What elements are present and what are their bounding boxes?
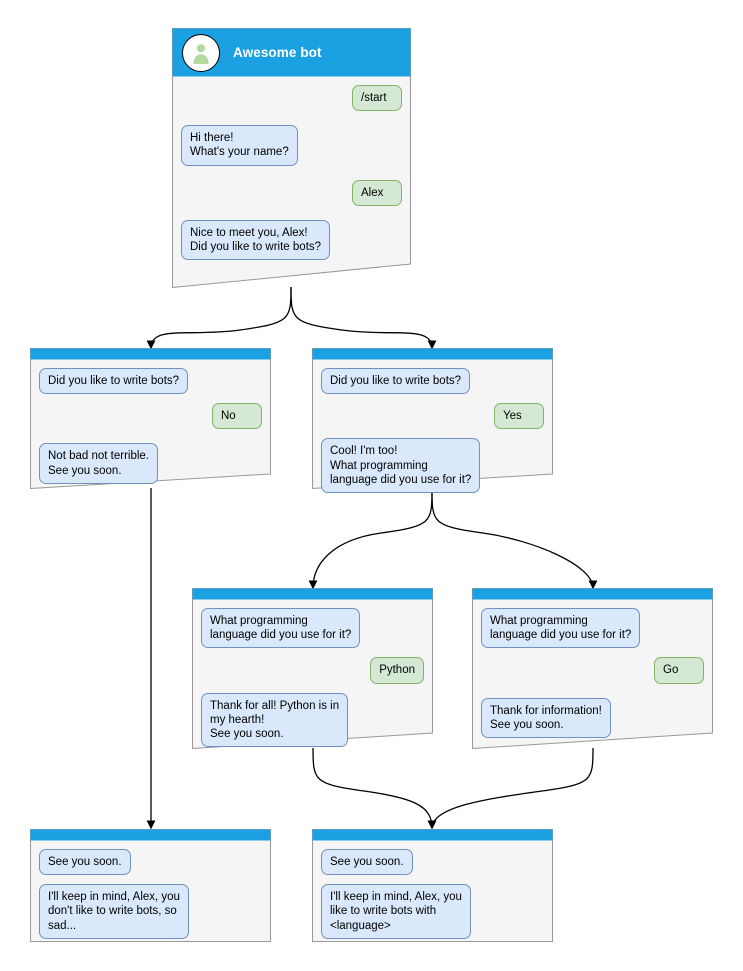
edge-python-to-end-happy [312,747,437,830]
spacer [181,166,402,180]
spacer [181,206,402,220]
chat-node-branch-python[interactable]: What programming language did you use fo… [192,588,433,749]
user-message-bubble: Alex [352,179,402,206]
chat-messages: What programming language did you use fo… [192,600,433,748]
bot-message-bubble: What programming language did you use fo… [201,608,361,649]
chat-node-end-happy[interactable]: See you soon. I'll keep in mind, Alex, y… [312,829,553,942]
user-message-bubble: Go [654,657,704,684]
chat-messages: See you soon. I'll keep in mind, Alex, y… [30,841,271,939]
person-avatar-icon [182,33,220,72]
bot-message-bubble: I'll keep in mind, Alex, you like to wri… [321,884,471,939]
node-header-bar [312,348,553,360]
chat-node-end-sad[interactable]: See you soon. I'll keep in mind, Alex, y… [30,829,271,942]
node-header-bar [30,348,271,360]
node-header-bar [30,829,271,841]
spacer [181,111,402,125]
bot-message-bubble: Thank for all! Python is in my hearth! S… [201,692,349,748]
bot-header: Awesome bot [172,28,411,77]
edge-yes-to-python [308,489,433,590]
spacer [321,429,544,438]
edge-go-to-end-happy [427,747,594,830]
bot-message-bubble: Not bad not terrible. See you soon. [39,443,159,484]
chat-messages: /start Hi there! What's your name? Alex … [172,77,411,261]
user-message-bubble: Yes [494,403,544,430]
bot-message-bubble: Did you like to write bots? [39,368,189,395]
chat-messages: Did you like to write bots? Yes Cool! I'… [312,360,553,494]
spacer [321,394,544,403]
bot-message-bubble: Hi there! What's your name? [181,125,298,166]
node-header-bar [312,829,553,841]
spacer [39,429,262,443]
chat-messages: See you soon. I'll keep in mind, Alex, y… [312,841,553,939]
spacer [201,684,424,693]
chat-node-root[interactable]: Awesome bot /start Hi there! What's your… [172,28,411,288]
bot-message-bubble: Did you like to write bots? [321,368,471,395]
node-header-bar [192,588,433,600]
node-header-bar [472,588,713,600]
spacer [39,875,262,884]
spacer [321,875,544,884]
spacer [481,648,704,657]
spacer [481,684,704,698]
edge-yes-to-go [431,489,598,590]
bot-message-bubble: Thank for information! See you soon. [481,697,611,739]
user-message-bubble: Python [370,657,424,684]
user-message-bubble: /start [352,85,402,112]
edge-root-to-no [146,286,292,350]
edge-root-to-yes [290,286,437,350]
bot-message-bubble: I'll keep in mind, Alex, you don't like … [39,884,189,939]
chat-messages: Did you like to write bots? No Not bad n… [30,360,271,484]
spacer [39,394,262,403]
bot-message-bubble: Cool! I'm too! What programming language… [321,438,481,494]
user-message-bubble: No [212,403,262,430]
bot-message-bubble: What programming language did you use fo… [481,608,641,649]
spacer [201,648,424,657]
chat-node-branch-no[interactable]: Did you like to write bots? No Not bad n… [30,348,271,489]
bot-message-bubble: Nice to meet you, Alex! Did you like to … [181,219,331,261]
bot-name-label: Awesome bot [233,45,322,60]
bot-message-bubble: See you soon. [321,849,413,876]
chat-node-branch-go[interactable]: What programming language did you use fo… [472,588,713,749]
chat-node-branch-yes[interactable]: Did you like to write bots? Yes Cool! I'… [312,348,553,494]
chat-messages: What programming language did you use fo… [472,600,713,739]
bot-message-bubble: See you soon. [39,849,131,876]
